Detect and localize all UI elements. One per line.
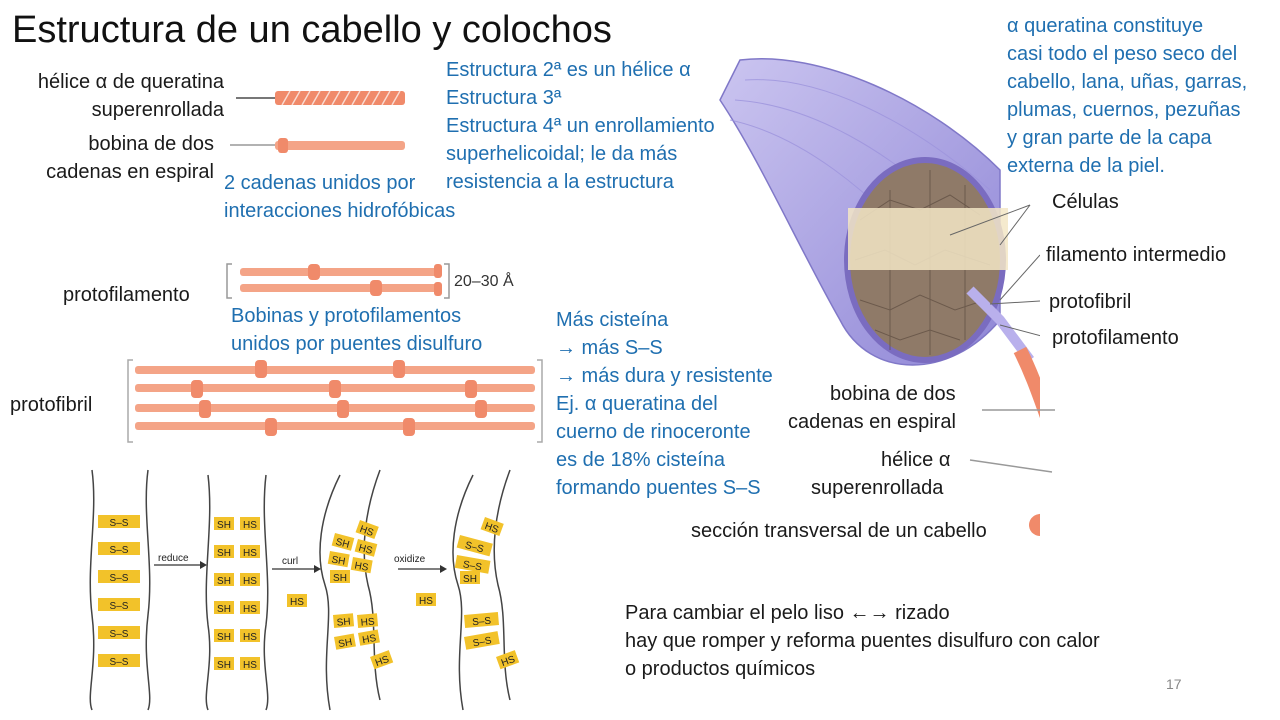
protofibril-illustration — [127, 359, 543, 443]
svg-text:HS: HS — [243, 632, 257, 643]
note-hydrophobic-line1: 2 cadenas unidos por — [224, 172, 416, 194]
svg-text:S–S: S–S — [464, 540, 485, 556]
svg-text:HS: HS — [243, 604, 257, 615]
label-protofilament-right: protofilamento — [1052, 327, 1179, 349]
note-hydrophobic-line2: interacciones hidrofóbicas — [224, 200, 456, 222]
svg-text:HS: HS — [243, 660, 257, 671]
sh-groups-curled: HS SH HS SH HS SH HS SH HS SH HS HS — [287, 520, 394, 670]
svg-text:SH: SH — [217, 660, 231, 671]
svg-text:SH: SH — [338, 637, 354, 650]
strand-pair-oxidized — [452, 469, 511, 711]
slide-title: Estructura de un cabello y colochos — [12, 9, 612, 51]
svg-text:HS: HS — [374, 654, 391, 669]
svg-text:S–S: S–S — [110, 518, 129, 529]
label-helix-right-line2: superenrollada — [811, 477, 944, 499]
svg-text:SH: SH — [336, 617, 351, 629]
label-coil-right-line2: cadenas en espiral — [788, 411, 956, 433]
note-cysteine: Más cisteína → más S–S → más dura y resi… — [556, 309, 773, 499]
hair-leader-lines — [969, 409, 1055, 473]
svg-text:HS: HS — [354, 560, 370, 573]
label-oxidize: oxidize — [394, 554, 426, 565]
svg-text:HS: HS — [358, 524, 375, 539]
svg-text:HS: HS — [500, 654, 517, 669]
ss-bridges-initial: S–S S–S S–S S–S S–S S–S — [98, 515, 140, 668]
svg-text:S–S: S–S — [110, 629, 129, 640]
svg-text:HS: HS — [243, 520, 257, 531]
label-protofibril-right: protofibril — [1049, 291, 1132, 313]
svg-text:SH: SH — [334, 537, 350, 551]
hair-caption: sección transversal de un cabello — [691, 520, 987, 542]
svg-text:HS: HS — [243, 548, 257, 559]
label-coil-line1: bobina de dos — [88, 133, 214, 155]
disulfide-perm-diagram: S–S S–S S–S S–S S–S S–S reduce SH HS SH … — [89, 469, 520, 711]
label-helix-right-line1: hélice α — [881, 449, 951, 471]
svg-text:HS: HS — [243, 576, 257, 587]
svg-text:SH: SH — [463, 574, 477, 585]
svg-text:SH: SH — [217, 520, 231, 531]
strand-pair-initial — [89, 469, 151, 711]
note-keratin: α queratina constituye casi todo el peso… — [1007, 15, 1248, 177]
label-reduce: reduce — [158, 553, 189, 564]
note-perm-instructions: Para cambiar el pelo liso ←→ rizado hay … — [625, 602, 1100, 680]
svg-text:HS: HS — [360, 616, 375, 628]
hair-cross-section-illustration — [719, 58, 1040, 536]
svg-text:S–S: S–S — [472, 616, 492, 629]
svg-text:SH: SH — [217, 548, 231, 559]
svg-text:SH: SH — [217, 604, 231, 615]
svg-text:HS: HS — [419, 596, 433, 607]
protofilament-illustration: 20–30 Å — [226, 263, 514, 299]
svg-text:S–S: S–S — [110, 573, 129, 584]
svg-text:S–S: S–S — [110, 657, 129, 668]
label-coil-line2: cadenas en espiral — [46, 161, 214, 183]
coil-illustrations — [230, 90, 405, 153]
label-coil-right-line1: bobina de dos — [830, 383, 956, 405]
note-bobinas-line2: unidos por puentes disulfuro — [231, 333, 483, 355]
svg-text:HS: HS — [362, 633, 378, 646]
label-intermediate-filament: filamento intermedio — [1046, 244, 1227, 266]
svg-text:SH: SH — [333, 573, 347, 584]
label-protofilament: protofilamento — [63, 284, 190, 306]
note-structure: Estructura 2ª es un hélice α Estructura … — [446, 59, 715, 193]
sh-groups-reduced: SH HS SH HS SH HS SH HS SH HS SH HS — [214, 517, 260, 671]
label-curl: curl — [282, 556, 298, 567]
strand-pair-reduced — [205, 474, 269, 711]
svg-text:S–S: S–S — [110, 601, 129, 612]
svg-text:S–S: S–S — [472, 635, 493, 649]
label-helix-line2: superenrollada — [91, 99, 224, 121]
coiled-coil-illustration — [275, 141, 405, 150]
label-protofibril: protofibril — [10, 394, 93, 416]
protofilament-scale-label: 20–30 Å — [454, 271, 514, 290]
svg-text:SH: SH — [217, 632, 231, 643]
svg-text:S–S: S–S — [110, 545, 129, 556]
ss-bridges-oxidized: HS S–S S–S SH HS S–S S–S HS — [416, 517, 520, 670]
label-cells: Células — [1052, 191, 1119, 213]
svg-text:SH: SH — [331, 554, 347, 567]
note-bobinas-line1: Bobinas y protofilamentos — [231, 305, 462, 327]
page-number: 17 — [1166, 676, 1182, 692]
svg-text:S–S: S–S — [462, 559, 483, 573]
svg-text:HS: HS — [357, 543, 374, 557]
strand-pair-curled — [319, 469, 381, 711]
svg-text:HS: HS — [483, 521, 500, 536]
label-helix-line1: hélice α de queratina — [37, 71, 224, 93]
svg-text:HS: HS — [290, 597, 304, 608]
svg-text:SH: SH — [217, 576, 231, 587]
